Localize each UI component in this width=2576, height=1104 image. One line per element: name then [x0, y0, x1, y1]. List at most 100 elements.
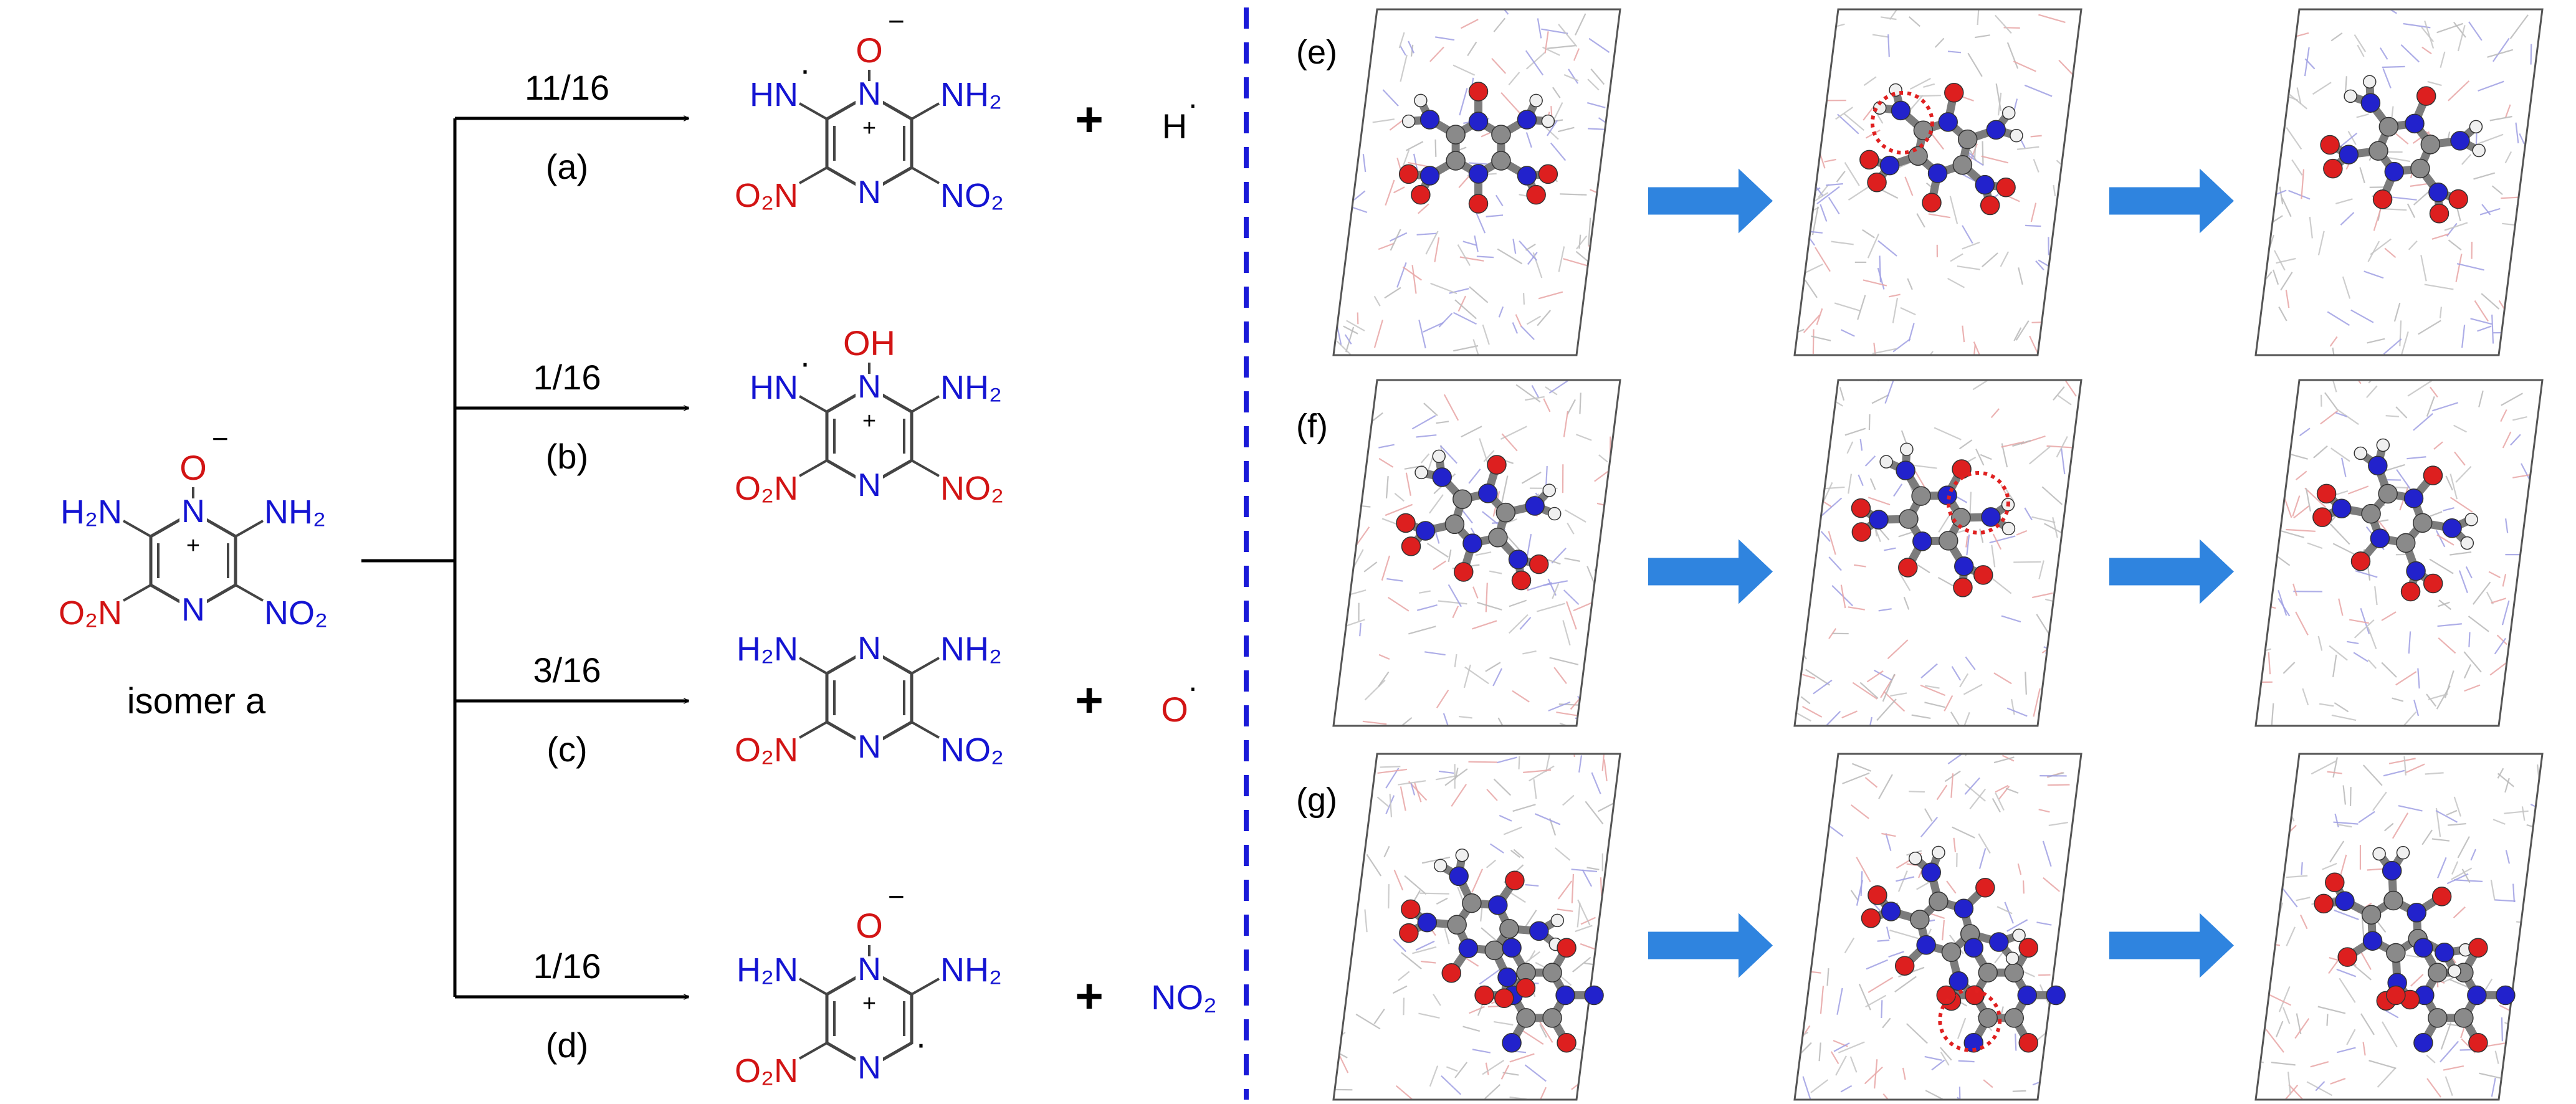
molecule-model — [1861, 845, 2066, 1053]
ring-nitrogen-bottom: N — [857, 1050, 881, 1086]
ring-positive-charge: + — [862, 115, 876, 141]
product-c-structure: N N H₂N NH₂ O₂N NO₂ — [735, 631, 1004, 769]
byproduct-a-radical: · — [1188, 87, 1198, 121]
top-substituent: OH — [843, 323, 895, 363]
reactant-structure: N + N O − H₂N NH₂ O₂N NO₂ — [59, 422, 328, 632]
fraction-c: 3/16 — [533, 650, 601, 690]
snapshot-frame-2-1 — [1332, 379, 1621, 727]
branch-d: 1/16 (d) N + N O − H₂N NH₂ O₂N · + NO₂ — [533, 880, 1217, 1090]
plus-sign-a: + — [1075, 92, 1104, 146]
product-d-structure: N + N O − H₂N NH₂ O₂N · — [735, 880, 1002, 1090]
right-nitro-label: NO₂ — [940, 731, 1004, 769]
ring-nitrogen-bottom: N — [857, 174, 881, 211]
plus-sign-c: + — [1075, 672, 1104, 727]
top-substituent: O — [856, 906, 883, 945]
background-wireframe — [1333, 754, 1620, 1100]
molecule-model — [1851, 442, 2016, 597]
snapshot-frame-3-1 — [1332, 753, 1621, 1101]
radical-dot: · — [799, 51, 811, 88]
ring-nitrogen-bottom: N — [857, 729, 881, 765]
right-amine-label: NH₂ — [264, 493, 326, 531]
unit-cell-border — [2254, 8, 2544, 356]
reaction-site-marker — [1870, 91, 1934, 155]
unit-cell-border — [2254, 753, 2544, 1101]
snapshot-frame-1-2 — [1793, 8, 2082, 356]
snapshot-frame-1-3 — [2254, 8, 2544, 356]
background-wireframe — [1795, 380, 2081, 726]
fraction-a: 11/16 — [525, 68, 609, 107]
right-nitro-label: NO₂ — [264, 594, 328, 632]
transition-arrow-3-1 — [1648, 913, 1773, 978]
top-charge: − — [888, 880, 905, 913]
transition-arrows — [1648, 168, 2234, 978]
left-nitro-label: O₂N — [735, 470, 798, 507]
molecule-model — [1859, 83, 2023, 216]
ring-positive-charge: + — [862, 991, 876, 1017]
label-b: (b) — [546, 437, 588, 476]
reaction-branches — [361, 118, 689, 997]
snapshot-frame-2-2 — [1793, 379, 2082, 727]
unit-cell-border — [1793, 753, 2082, 1101]
left-nitro-label: O₂N — [735, 177, 798, 214]
unit-cell-border — [1332, 8, 1621, 356]
snapshot-frames — [1332, 8, 2544, 1101]
left-amino-radical: HN — [750, 76, 798, 113]
right-amine-label: NH₂ — [940, 951, 1002, 989]
product-b-structure: N + N OH HN · NH₂ O₂N NO₂ — [735, 323, 1004, 507]
fraction-b: 1/16 — [533, 358, 601, 397]
top-substituent: O — [856, 31, 883, 70]
molecule-model — [1398, 82, 1558, 214]
reaction-site-marker — [1938, 988, 2002, 1052]
right-amine-label: NH₂ — [940, 631, 1002, 668]
reactant-caption: isomer a — [127, 681, 266, 721]
product-a-structure: N + N O − HN · NH₂ O₂N NO₂ — [735, 5, 1004, 214]
snapshot-frame-3-3 — [2254, 753, 2544, 1101]
right-nitro-label: NO₂ — [940, 177, 1004, 214]
label-c: (c) — [546, 730, 587, 769]
background-wireframe — [1795, 754, 2081, 1100]
row-label-g: (g) — [1296, 781, 1337, 819]
plus-sign-d: + — [1075, 968, 1104, 1023]
snapshot-frame-3-2 — [1793, 753, 2082, 1101]
transition-arrow-1-1 — [1648, 168, 1773, 234]
branch-b: 1/16 (b) N + N OH HN · NH₂ O₂N NO₂ — [533, 323, 1004, 507]
transition-arrow-2-2 — [2109, 539, 2234, 604]
right-amine-label: NH₂ — [940, 76, 1002, 113]
left-nitro-label: O₂N — [735, 731, 798, 769]
molecule-model — [1396, 449, 1562, 591]
label-a: (a) — [546, 147, 588, 186]
background-wireframe — [2256, 9, 2542, 355]
transition-arrow-2-1 — [1648, 539, 1773, 604]
ring-nitrogen-top: N — [857, 951, 881, 987]
left-amine-label: H₂N — [737, 631, 798, 668]
snapshot-panel: (e) (f) (g) — [1296, 8, 2544, 1101]
ring-nitrogen-bottom: N — [181, 592, 205, 628]
left-amine-label: H₂N — [60, 493, 122, 531]
right-nitro-label: NO₂ — [940, 470, 1004, 507]
oxide-negative-charge: − — [212, 422, 229, 455]
ring-positive-charge: + — [186, 533, 200, 559]
radical-dot: · — [799, 344, 811, 381]
ring-nitrogen-top: N — [857, 631, 881, 667]
left-nitro-label: O₂N — [735, 1052, 798, 1090]
branch-c: 3/16 (c) N N H₂N NH₂ O₂N NO₂ + O · — [533, 631, 1198, 769]
snapshot-frame-2-3 — [2254, 379, 2544, 727]
left-nitro-label: O₂N — [59, 594, 122, 632]
reaction-site-marker — [1946, 471, 2010, 535]
ring-nitrogen-bottom: N — [857, 467, 881, 503]
row-label-f: (f) — [1296, 407, 1328, 445]
transition-arrow-3-2 — [2109, 913, 2234, 978]
oxide-oxygen: O — [179, 448, 207, 487]
unit-cell-border — [1332, 379, 1621, 727]
label-d: (d) — [546, 1025, 588, 1065]
byproduct-a: H — [1162, 107, 1187, 146]
molecule-model — [2320, 75, 2486, 224]
row-label-e: (e) — [1296, 34, 1337, 71]
unit-cell-border — [1793, 8, 2082, 356]
left-amine-label: H₂N — [737, 951, 798, 989]
branch-a: 11/16 (a) N + N O − HN · NH₂ O₂N NO₂ + H… — [525, 5, 1198, 214]
byproduct-c: O — [1161, 690, 1188, 729]
ring-positive-charge: + — [862, 408, 876, 434]
unit-cell-border — [2254, 379, 2544, 727]
fraction-d: 1/16 — [533, 946, 601, 986]
